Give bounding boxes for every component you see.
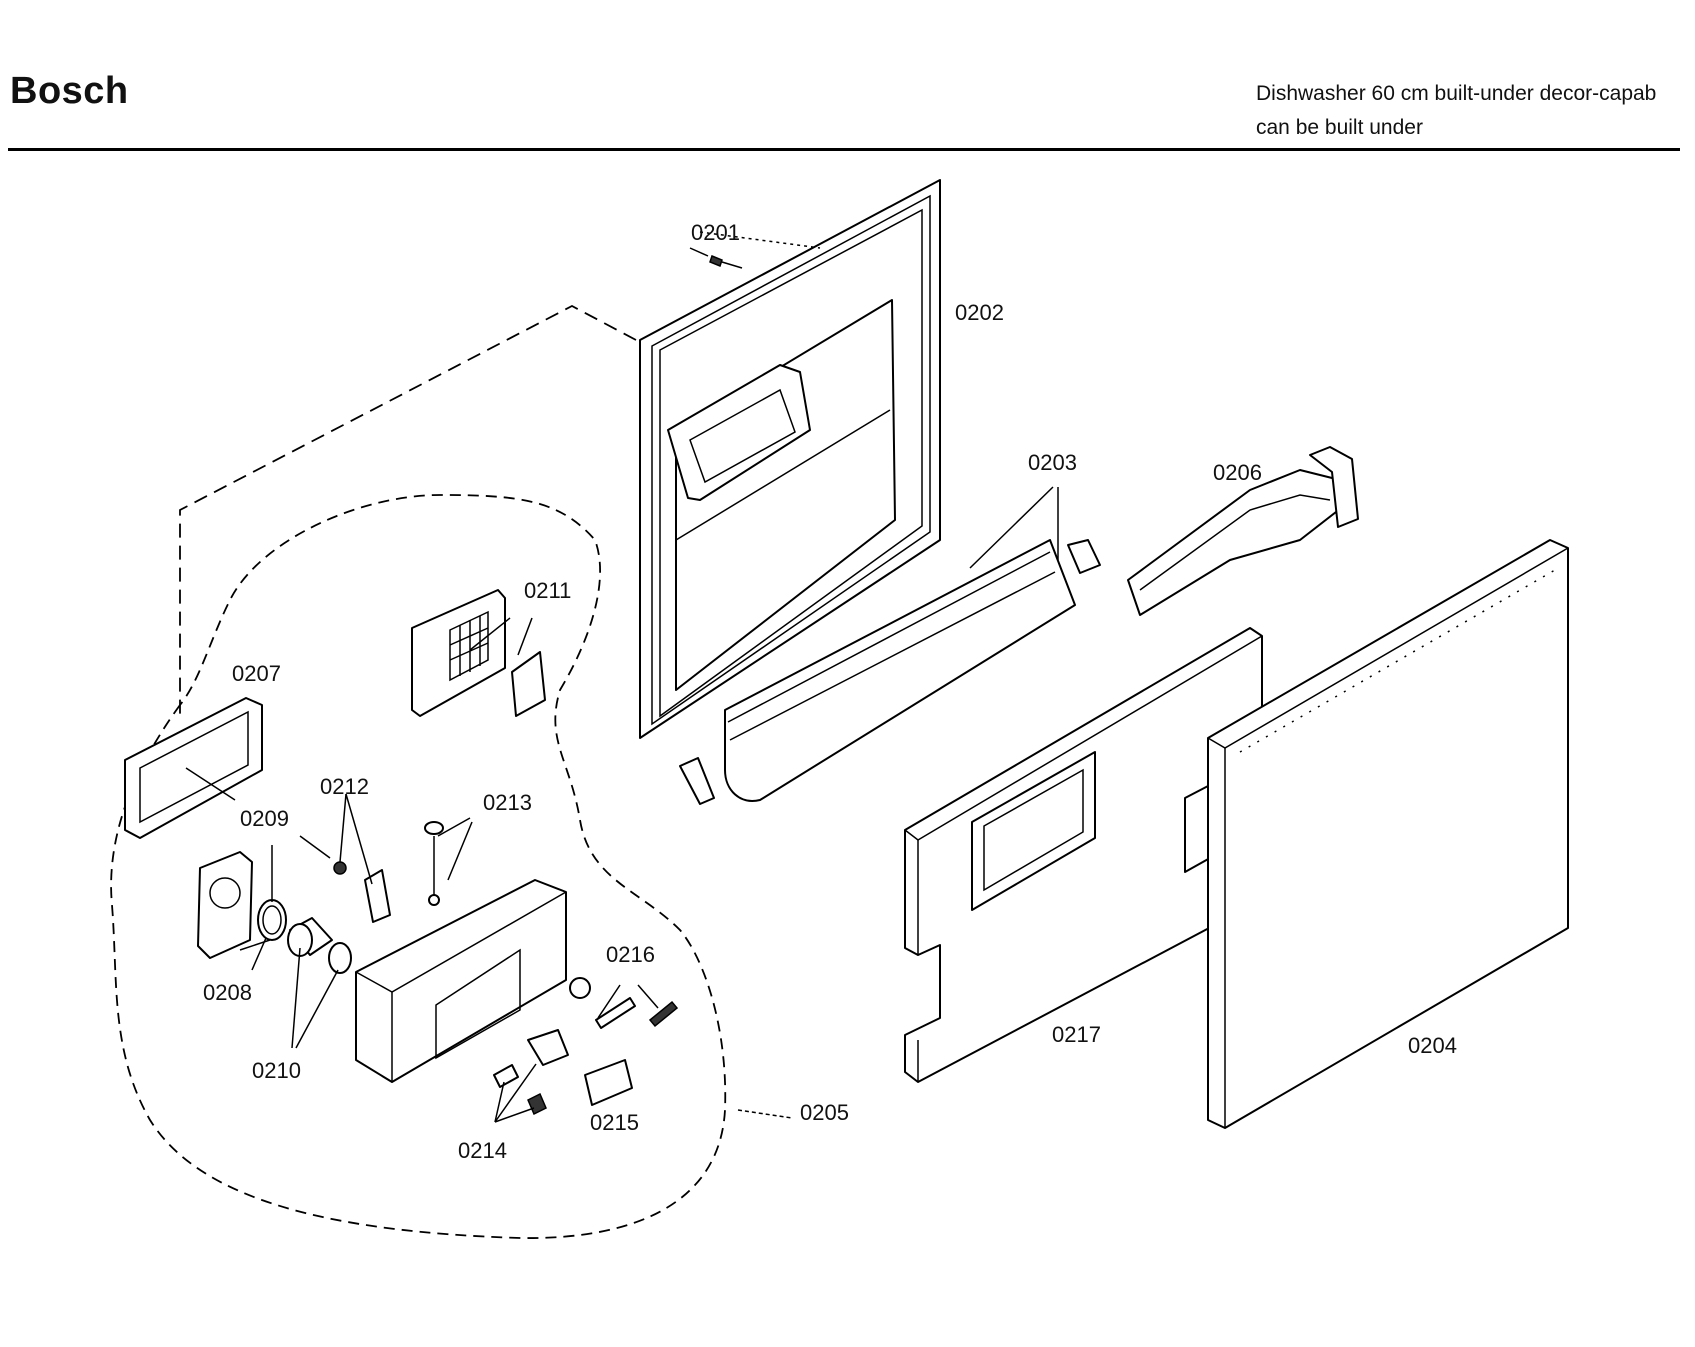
leader-lines: [185, 247, 1059, 1123]
callout-0215: 0215: [590, 1110, 639, 1135]
callout-0206: 0206: [1213, 460, 1262, 485]
callout-0204: 0204: [1408, 1033, 1457, 1058]
callout-0210: 0210: [252, 1058, 301, 1083]
door-lock-box-0205: [355, 879, 567, 1083]
callout-0211: 0211: [524, 578, 571, 603]
assembly-link-line: [179, 304, 637, 720]
inner-door-0202: [639, 179, 941, 739]
seal-ring-0210: [328, 942, 352, 974]
spring-latch-0212: [333, 861, 391, 923]
callout-0202: 0202: [955, 300, 1004, 325]
springs-0216: [569, 977, 679, 1029]
callout-0214: 0214: [458, 1138, 507, 1163]
lever-set-0214: [493, 1029, 569, 1116]
frame-0207: [124, 697, 263, 839]
callout-0203: 0203: [1028, 450, 1077, 475]
callout-0209: 0209: [240, 806, 289, 831]
housing-0208: [197, 851, 253, 959]
cap-0210: [287, 917, 333, 957]
switch-0215: [584, 1059, 633, 1106]
description-line-1: Dishwasher 60 cm built-under decor-capab: [1256, 82, 1657, 105]
pin-0213: [424, 821, 444, 906]
screw-0201: [709, 255, 743, 269]
callout-0208: 0208: [203, 980, 252, 1005]
callout-0216: 0216: [606, 942, 655, 967]
brand-title: Bosch: [10, 70, 129, 112]
callout-0213: 0213: [483, 790, 532, 815]
decor-panel-0217: [904, 627, 1263, 1083]
grille-0211: [411, 589, 546, 717]
header-divider: [8, 148, 1680, 151]
front-panel-0204: [1207, 539, 1569, 1129]
callout-0217: 0217: [1052, 1022, 1101, 1047]
callout-0212: 0212: [320, 774, 369, 799]
callout-0205: 0205: [800, 1100, 849, 1125]
door-bottom-bar-0203: [679, 539, 1101, 805]
description-line-2: can be built under: [1256, 116, 1423, 139]
hinge-bracket-0206: [1127, 446, 1359, 616]
model-description: Dishwasher 60 cm built-under decor-capab…: [1256, 77, 1656, 145]
callout-0201: 0201: [691, 220, 740, 245]
assembly-0205-outline: [110, 494, 727, 1239]
callout-0207: 0207: [232, 661, 281, 686]
